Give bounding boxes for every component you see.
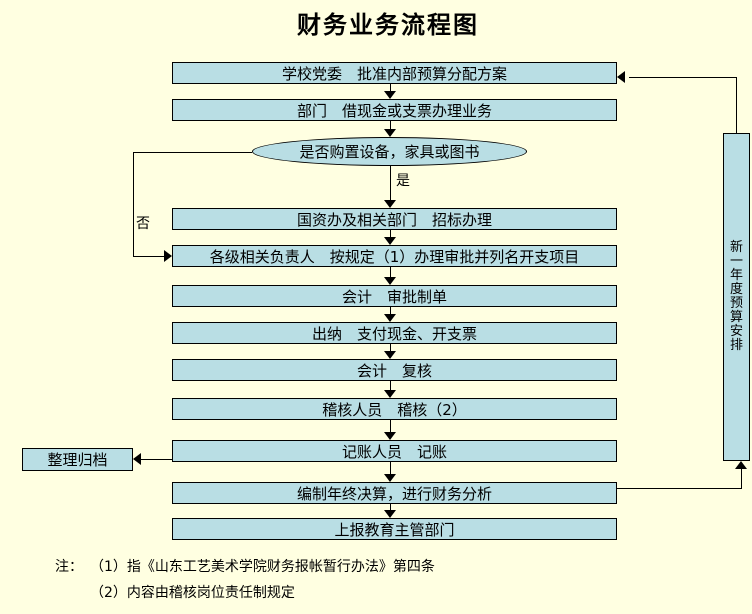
footnote-2: （2）内容由稽核岗位责任制规定 (90, 585, 295, 601)
flow-step-state-assets-office: 国资办及相关部门 招标办理 (172, 208, 617, 230)
connector-step4-step5 (390, 267, 391, 277)
connector-yearend-up (741, 469, 742, 489)
connector-step9-step10 (390, 462, 391, 474)
flow-step-accountant-review: 会计 复核 (172, 359, 617, 381)
arrow-down-step10 (384, 474, 396, 482)
footnote-prefix: 注： (55, 559, 83, 575)
arrow-down-step9 (384, 432, 396, 440)
arrow-down-decision (384, 129, 396, 137)
connector-yearend-right (617, 488, 742, 489)
decision-no-label: 否 (136, 216, 150, 232)
flow-step-accountant-approve: 会计 审批制单 (172, 285, 617, 307)
flow-step-report-education: 上报教育主管部门 (172, 518, 617, 540)
flow-step-department-borrow: 部门 借现金或支票办理业务 (172, 99, 617, 121)
flow-step-year-end-accounts: 编制年终决算，进行财务分析 (172, 482, 617, 504)
flow-decision-purchase: 是否购置设备，家具或图书 (252, 137, 527, 166)
arrow-down-step8 (384, 390, 396, 398)
arrow-down-step6 (384, 314, 396, 322)
connector-step5-step6 (390, 307, 391, 314)
connector-feedback-vertical (736, 77, 737, 133)
arrow-down-step11 (384, 510, 396, 518)
arrow-left-into-step1 (617, 71, 625, 83)
arrow-left-into-archive (133, 453, 141, 465)
arrow-down-step2 (384, 91, 396, 99)
connector-step3-step4 (390, 230, 391, 237)
connector-no-branch-bottom (133, 256, 164, 257)
connector-step2-decision (390, 121, 391, 129)
connector-decision-step3 (390, 166, 391, 200)
connector-no-branch-top (133, 152, 252, 153)
arrow-up-into-budget-box (735, 461, 747, 469)
arrow-down-step5 (384, 277, 396, 285)
flow-step-new-year-budget: 新一年度预算安排 (723, 133, 750, 461)
connector-step8-step9 (390, 420, 391, 432)
footnote-1: （1）指《山东工艺美术学院财务报帐暂行办法》第四条 (90, 559, 435, 575)
decision-yes-label: 是 (396, 173, 410, 189)
arrow-down-step7 (384, 351, 396, 359)
flow-step-bookkeeper-record: 记账人员 记账 (172, 440, 617, 462)
connector-feedback-horizontal (629, 77, 737, 78)
connector-step6-step7 (390, 344, 391, 351)
connector-step10-step11 (390, 504, 391, 510)
arrow-down-step4 (384, 237, 396, 245)
connector-step1-step2 (390, 84, 391, 91)
flow-step-responsible-persons: 各级相关负责人 按规定（1）办理审批并列名开支项目 (172, 245, 617, 267)
connector-step7-step8 (390, 381, 391, 390)
page-title: 财务业务流程图 (297, 11, 479, 39)
footnotes: 注： （1）指《山东工艺美术学院财务报帐暂行办法》第四条 （2）内容由稽核岗位责… (55, 554, 435, 606)
arrow-right-into-step4 (164, 250, 172, 262)
flow-step-school-committee: 学校党委 批准内部预算分配方案 (172, 62, 617, 84)
flow-step-archive: 整理归档 (22, 448, 133, 471)
connector-to-archive (141, 459, 172, 460)
flow-step-auditor-audit: 稽核人员 稽核（2） (172, 398, 617, 420)
arrow-down-step3 (384, 200, 396, 208)
new-year-budget-label: 新一年度预算安排 (729, 240, 743, 353)
flow-step-cashier-pay: 出纳 支付现金、开支票 (172, 322, 617, 344)
connector-no-branch-vertical (133, 152, 134, 256)
